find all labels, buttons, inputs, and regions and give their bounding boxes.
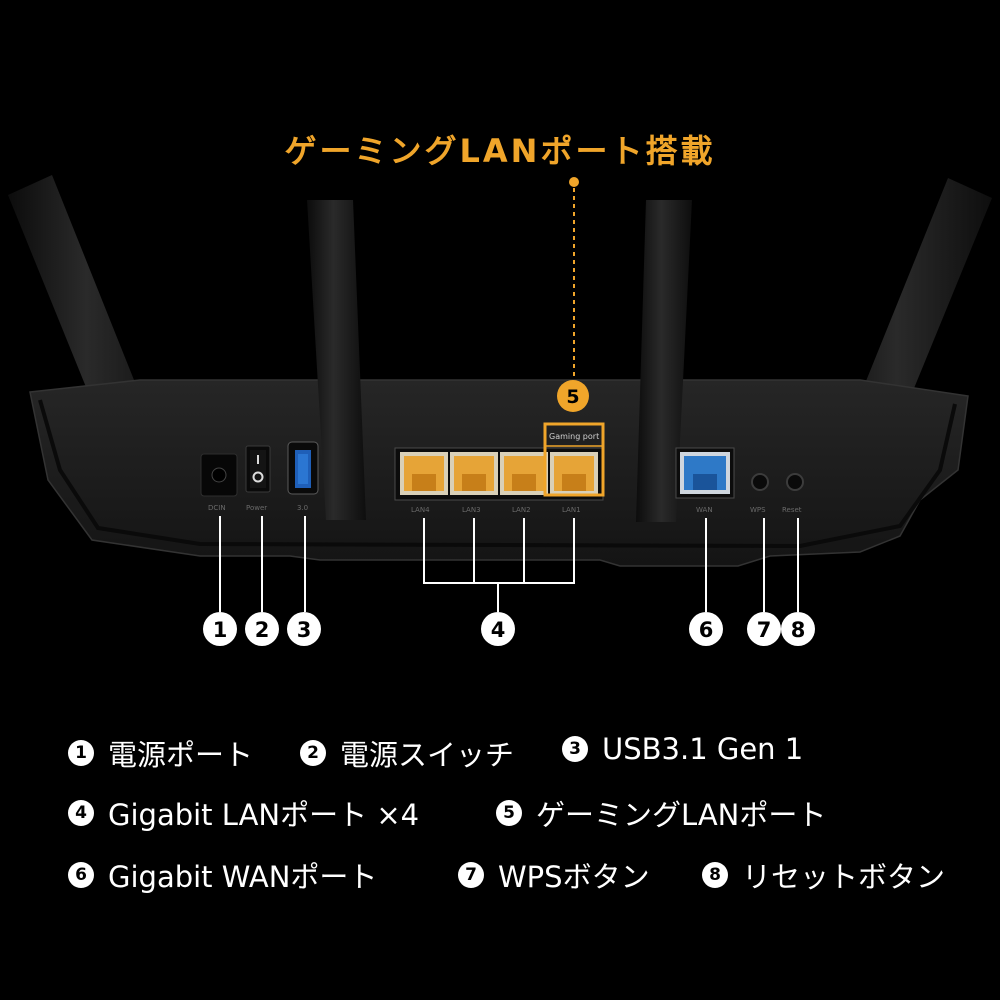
label-lan3: LAN3 xyxy=(462,506,481,514)
lan-port-3 xyxy=(450,452,498,495)
svg-text:5: 5 xyxy=(566,386,579,408)
callout-5 xyxy=(557,380,589,412)
power-switch xyxy=(245,445,271,493)
label-wan: WAN xyxy=(696,506,713,514)
legend-text-7: WPSボタン xyxy=(498,860,650,894)
wan-port xyxy=(675,447,735,499)
gaming-port-highlight xyxy=(543,422,605,497)
legend-badge-7: 7 xyxy=(458,862,484,888)
callout-8: 8 xyxy=(781,612,815,646)
svg-text:7: 7 xyxy=(757,618,772,642)
legend-item-7: 7 WPSボタン xyxy=(458,854,650,896)
legend-badge-1: 1 xyxy=(68,740,94,766)
legend-text-6: Gigabit WANポート xyxy=(108,860,378,894)
callout-1: 1 xyxy=(203,612,237,646)
svg-text:4: 4 xyxy=(491,618,506,642)
label-lan1: LAN1 xyxy=(562,506,581,514)
legend-text-3: USB3.1 Gen 1 xyxy=(602,732,804,766)
label-reset: Reset xyxy=(782,506,802,514)
legend-item-8: 8 リセットボタン xyxy=(702,854,945,896)
legend-item-2: 2 電源スイッチ xyxy=(300,732,514,774)
antenna-center-left xyxy=(307,200,366,520)
legend-text-2: 電源スイッチ xyxy=(340,738,515,772)
gaming-port-tag: Gaming port xyxy=(549,432,599,441)
label-power: Power xyxy=(246,504,267,512)
legend-item-4: 4 Gigabit LANポート ×4 xyxy=(68,792,419,834)
antenna-center-right xyxy=(636,200,692,522)
callout-4: 4 xyxy=(481,612,515,646)
legend-item-3: 3 USB3.1 Gen 1 xyxy=(562,732,803,766)
label-dcin: DCIN xyxy=(208,504,226,512)
lan-port-1 xyxy=(550,452,598,495)
legend-badge-3: 3 xyxy=(562,736,588,762)
legend-badge-5: 5 xyxy=(496,800,522,826)
svg-text:1: 1 xyxy=(213,618,228,642)
legend-badge-4: 4 xyxy=(68,800,94,826)
headline: ゲーミングLANポート搭載 xyxy=(284,132,716,170)
legend-text-4: Gigabit LANポート ×4 xyxy=(108,798,420,832)
reset-button xyxy=(786,473,804,491)
label-lan4: LAN4 xyxy=(411,506,430,514)
legend-item-1: 1 電源ポート xyxy=(68,732,253,774)
svg-text:8: 8 xyxy=(791,618,806,642)
lan-port-4 xyxy=(400,452,448,495)
wps-button xyxy=(751,473,769,491)
svg-text:2: 2 xyxy=(255,618,270,642)
svg-text:6: 6 xyxy=(699,618,714,642)
lan-port-group xyxy=(394,447,604,501)
callout-2: 2 xyxy=(245,612,279,646)
legend-item-6: 6 Gigabit WANポート xyxy=(68,854,377,896)
label-usb: 3.0 xyxy=(297,504,308,512)
legend-text-1: 電源ポート xyxy=(108,738,254,772)
usb-port xyxy=(287,441,319,495)
svg-text:3: 3 xyxy=(297,618,312,642)
callout-3: 3 xyxy=(287,612,321,646)
legend-badge-6: 6 xyxy=(68,862,94,888)
legend-item-5: 5 ゲーミングLANポート xyxy=(496,792,826,834)
label-lan2: LAN2 xyxy=(512,506,531,514)
legend-badge-8: 8 xyxy=(702,862,728,888)
callout-6: 6 xyxy=(689,612,723,646)
dc-in-port xyxy=(200,453,238,497)
callout-7: 7 xyxy=(747,612,781,646)
lan-port-2 xyxy=(500,452,548,495)
legend-text-5: ゲーミングLANポート xyxy=(536,798,827,832)
label-wps: WPS xyxy=(750,506,766,514)
legend-text-8: リセットボタン xyxy=(742,860,946,894)
callout-lines xyxy=(219,516,799,612)
legend-badge-2: 2 xyxy=(300,740,326,766)
